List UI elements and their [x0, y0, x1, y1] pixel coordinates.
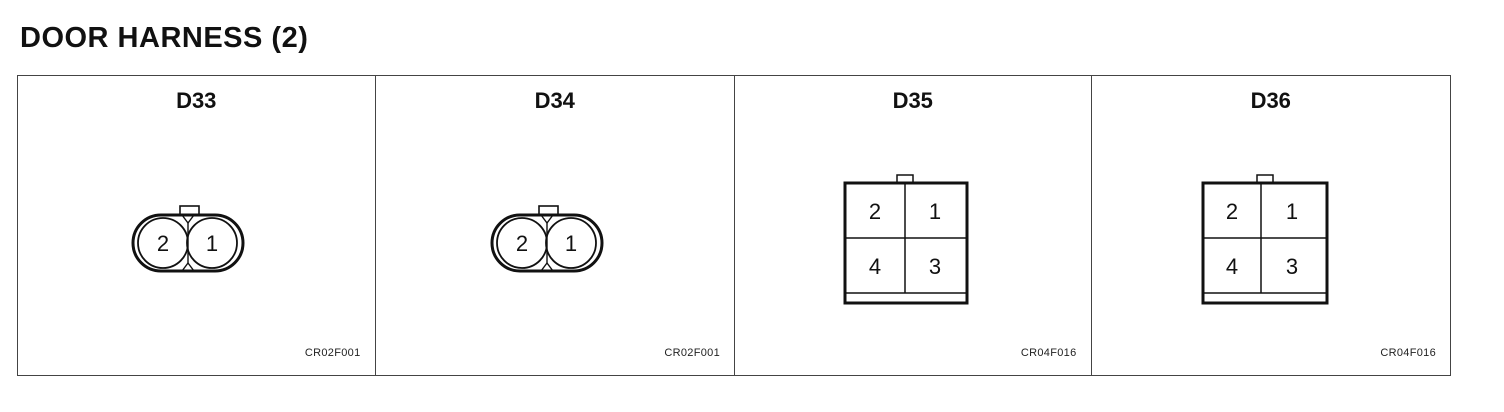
pin-number: 3: [1285, 254, 1297, 279]
pin-number: 2: [869, 199, 881, 224]
drawing-code: CR04F016: [1020, 347, 1077, 359]
connector-panel-d33: D33 2 1 CR02F001: [18, 76, 376, 375]
connector-id: D33: [176, 88, 217, 113]
pin-number: 2: [515, 231, 527, 256]
page-title: DOOR HARNESS (2): [20, 22, 309, 54]
connector-housing: [1201, 181, 1328, 305]
drawing-code: CR02F001: [304, 347, 361, 359]
pin-number: 1: [1285, 199, 1297, 224]
connector-grid: D33 2 1 CR02F001 D34 2: [17, 75, 1451, 376]
connector-2pin-diagram: 2 1: [490, 205, 603, 273]
pin-number: 4: [869, 254, 881, 279]
drawing-code: CR02F001: [664, 347, 720, 359]
pin-number: 1: [206, 231, 218, 256]
drawing-code: CR04F016: [1380, 347, 1436, 359]
pin-number: 4: [1225, 254, 1237, 279]
connector-housing: [843, 181, 969, 305]
pin-number: 1: [564, 231, 576, 256]
pin-number: 3: [929, 254, 941, 279]
connector-id: D36: [1250, 88, 1291, 113]
connector-panel-d34: D34 2 1 CR02F001: [376, 76, 735, 375]
pin-cavity: [186, 217, 238, 269]
connector-panel-d36: D36 2 1 4 3 CR04F016: [1092, 76, 1451, 375]
connector-panel-d35: D35 2 1 4 3 CR04F016: [735, 76, 1092, 375]
connector-id: D34: [534, 88, 575, 113]
connector-4pin-diagram: 2 1 4 3: [843, 174, 969, 305]
pin-cavity: [544, 217, 597, 269]
pin-number: 2: [1225, 199, 1237, 224]
connector-4pin-diagram: 2 1 4 3: [1201, 174, 1328, 305]
connector-2pin-diagram: 2 1: [131, 205, 245, 273]
connector-id: D35: [892, 88, 933, 113]
pin-number: 2: [157, 231, 169, 256]
pin-number: 1: [929, 199, 941, 224]
